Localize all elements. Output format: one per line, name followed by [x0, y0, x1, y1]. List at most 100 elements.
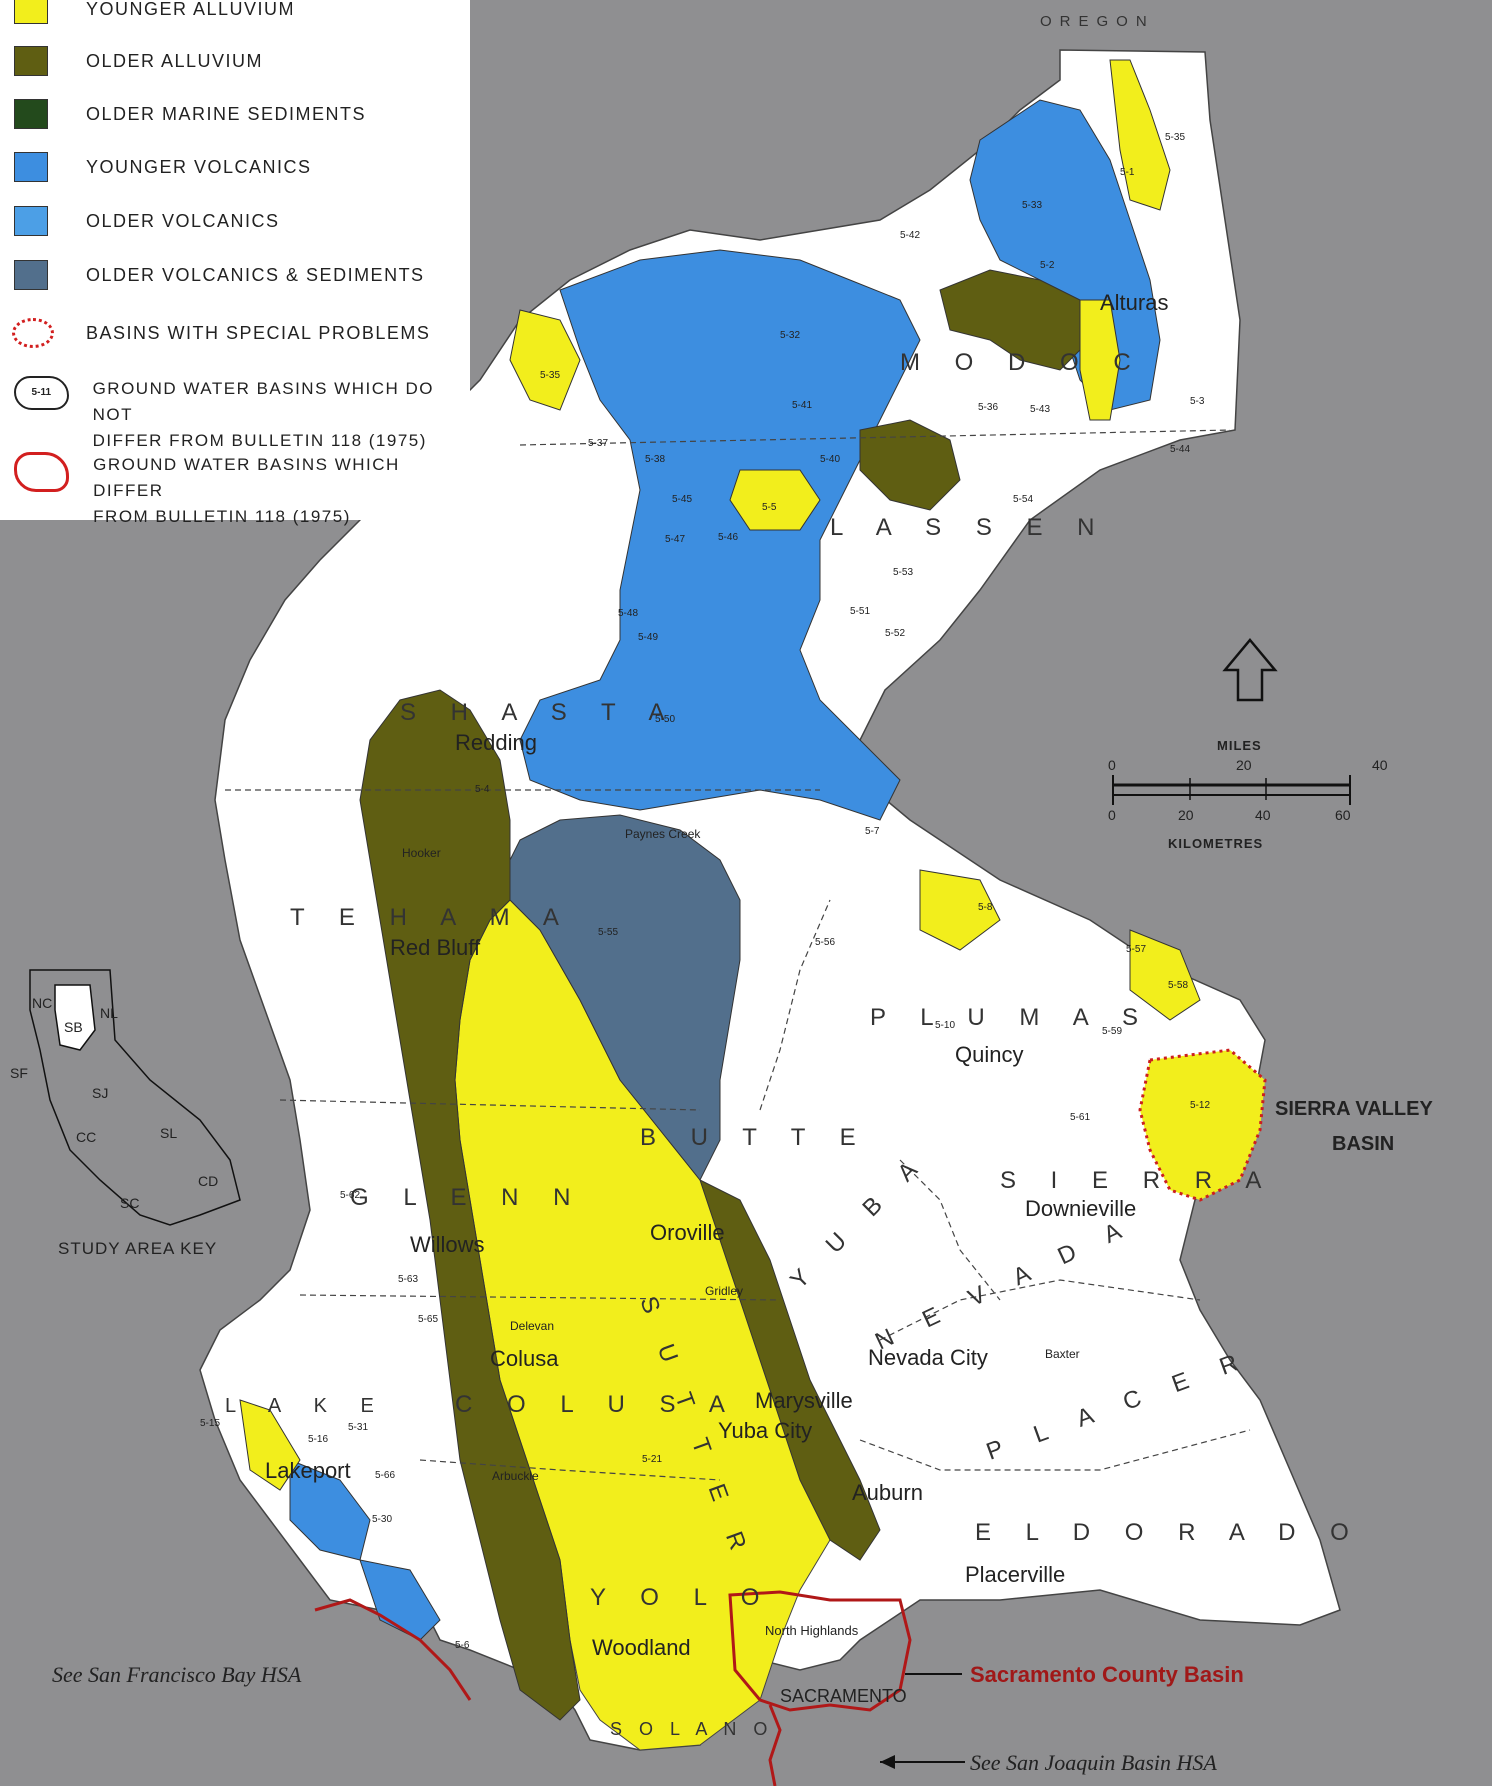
key-region-sf: SF	[10, 1065, 28, 1081]
boundary-colusa-yolo	[419, 1459, 721, 1481]
scale-miles-tick-40: 40	[1372, 757, 1388, 773]
scale-km-tick-0: 0	[1108, 807, 1116, 823]
basin-id: 5-49	[638, 632, 658, 643]
city-alturas: Alturas	[1100, 290, 1168, 315]
california-outline	[29, 969, 241, 1226]
city-sacramento: SACRAMENTO	[780, 1686, 907, 1706]
basin-id-labels: 5-33 5-1 5-35 5-2 5-42 5-32 5-36 5-43 5-…	[200, 132, 1210, 1651]
basin-id: 5-57	[1126, 944, 1146, 955]
basin-id: 5-52	[885, 628, 905, 639]
boundary-nevada-placer	[879, 1279, 1201, 1341]
basin-id: 5-42	[900, 230, 920, 241]
north-arrow	[1222, 638, 1278, 702]
city-oroville: Oroville	[650, 1220, 725, 1245]
sf-bay-reference: See San Francisco Bay HSA	[52, 1662, 302, 1687]
scale-km-tick-20: 20	[1178, 807, 1194, 823]
basin-id: 5-58	[1168, 980, 1188, 991]
boundary-tehama-glenn	[279, 1099, 701, 1111]
legend-label: FROM BULLETIN 118 (1975)	[93, 507, 351, 526]
basin-id: 5-38	[645, 454, 665, 465]
basin-id: 5-7	[865, 826, 880, 837]
legend-label: OLDER VOLCANICS & SEDIMENTS	[86, 265, 425, 285]
legend-label: YOUNGER ALLUVIUM	[86, 0, 296, 19]
legend-label: DIFFER FROM BULLETIN 118 (1975)	[92, 431, 427, 450]
sierra-valley-basin-label-2: BASIN	[1332, 1133, 1394, 1155]
study-area-highlight	[54, 984, 96, 1051]
legend-label: OLDER MARINE SEDIMENTS	[86, 104, 367, 124]
basin-id: 5-54	[1013, 494, 1033, 505]
legend-swatch-older-alluvium	[14, 46, 48, 76]
basin-id: 5-50	[655, 714, 675, 725]
legend-label: GROUND WATER BASINS WHICH DO NOT	[92, 379, 434, 424]
city-gridley: Gridley	[705, 1284, 743, 1298]
younger-alluvium-plumas	[919, 869, 1001, 951]
basin-id: 5-35	[540, 370, 560, 381]
basin-id: 5-10	[935, 1020, 955, 1031]
younger-alluvium-ne1	[1109, 59, 1171, 211]
sj-reference-arrowhead	[880, 1755, 895, 1769]
city-woodland: Woodland	[592, 1635, 691, 1660]
basin-id: 5-53	[893, 567, 913, 578]
city-marysville: Marysville	[755, 1388, 853, 1413]
map-legend: YOUNGER ALLUVIUM OLDER ALLUVIUM OLDER MA…	[0, 0, 470, 526]
younger-alluvium-eastfringe	[1129, 929, 1201, 1021]
basin-id: 5-4	[475, 784, 490, 795]
county-plumas: P L U M A S	[870, 1004, 1152, 1031]
legend-row-volcanics-sediments: OLDER VOLCANICS & SEDIMENTS	[0, 260, 425, 290]
younger-alluvium-shasta-ne	[509, 309, 581, 411]
county-boundaries	[225, 429, 1251, 1481]
city-hooker: Hooker	[402, 846, 441, 860]
basin-id: 5-41	[792, 400, 812, 411]
county-modoc: M O D O C	[900, 349, 1145, 376]
basin-id: 5-35	[1165, 132, 1185, 143]
legend-swatch-volcanics-sediments	[14, 260, 48, 290]
legend-label: OLDER VOLCANICS	[86, 211, 280, 231]
older-alluvium-west	[359, 689, 581, 1721]
county-shasta: S H A S T A	[400, 699, 679, 726]
basin-id: 5-21	[642, 1454, 662, 1465]
scale-km-label: KILOMETRES	[1168, 836, 1263, 851]
older-alluvium-east	[699, 1179, 881, 1561]
key-region-sb: SB	[64, 1019, 83, 1035]
legend-icon-same-basins: 5-11	[14, 376, 69, 410]
basin-id: 5-2	[1040, 260, 1055, 271]
younger-alluvium-lassen	[729, 469, 821, 531]
county-yolo: Y O L O	[590, 1584, 773, 1611]
sierra-valley-basin	[1138, 1048, 1267, 1202]
legend-label: YOUNGER VOLCANICS	[86, 157, 312, 177]
basin-id: 5-46	[718, 532, 738, 543]
basin-id: 5-44	[1170, 444, 1190, 455]
county-eldorado: E L D O R A D O	[975, 1519, 1363, 1546]
legend-label: BASINS WITH SPECIAL PROBLEMS	[86, 323, 431, 343]
basin-id: 5-12	[1190, 1100, 1210, 1111]
basin-id: 5-65	[418, 1314, 438, 1325]
legend-swatch-older-marine	[14, 99, 48, 129]
legend-label: GROUND WATER BASINS WHICH DIFFER	[93, 455, 400, 500]
legend-row-diff-basins: GROUND WATER BASINS WHICH DIFFER FROM BU…	[0, 452, 470, 530]
younger-volcanics-north	[519, 249, 921, 821]
scale-km-tick-60: 60	[1335, 807, 1351, 823]
key-region-nc: NC	[32, 995, 52, 1011]
scale-km-tick-40: 40	[1255, 807, 1271, 823]
key-region-nl: NL	[100, 1005, 118, 1021]
city-baxter: Baxter	[1045, 1347, 1080, 1361]
city-quincy: Quincy	[955, 1042, 1023, 1067]
city-redding: Redding	[455, 730, 537, 755]
county-solano: S O L A N O	[610, 1719, 773, 1739]
state-label-oregon: OREGON	[1040, 13, 1155, 30]
basin-id: 5-43	[1030, 404, 1050, 415]
basin-id: 5-63	[398, 1274, 418, 1285]
county-sierra: S I E R R A	[1000, 1167, 1275, 1194]
city-colusa: Colusa	[490, 1346, 559, 1371]
city-north-highlands: North Highlands	[765, 1623, 859, 1638]
sacramento-county-basin-label: Sacramento County Basin	[970, 1662, 1244, 1687]
county-glenn: G L E N N	[350, 1184, 584, 1211]
legend-row-special-problems: BASINS WITH SPECIAL PROBLEMS	[0, 318, 430, 348]
basin-id: 5-45	[672, 494, 692, 505]
sj-reference-line	[768, 1704, 782, 1786]
legend-text-diff-basins: GROUND WATER BASINS WHICH DIFFER FROM BU…	[93, 452, 470, 530]
key-region-sc: SC	[120, 1195, 139, 1211]
study-area-key-inset	[29, 969, 241, 1226]
